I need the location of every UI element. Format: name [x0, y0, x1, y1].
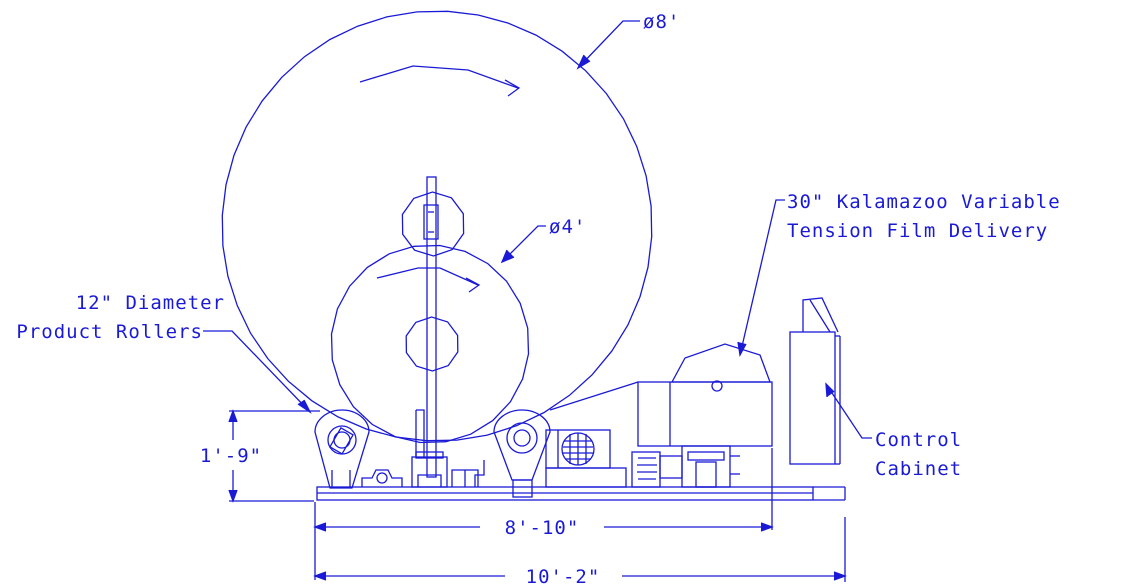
- leader-control-cabinet: [825, 382, 872, 439]
- leader-small-diameter: [500, 225, 546, 264]
- upper-guide-disc: [401, 191, 465, 257]
- label-overall-width-dim: 10'-2": [526, 566, 601, 588]
- label-film-delivery-2: Tension Film Delivery: [787, 220, 1048, 242]
- rotation-arrow-large: [359, 65, 521, 97]
- label-small-diameter: ø4': [549, 216, 586, 238]
- base-frame: [316, 486, 846, 501]
- roll-hub: [405, 316, 459, 372]
- vertical-mast: [415, 176, 439, 478]
- mast-bracket: [474, 460, 485, 487]
- middle-product-roller: [493, 409, 551, 498]
- label-rollers-2: Product Rollers: [16, 321, 203, 343]
- electric-motor: [545, 429, 627, 488]
- label-inner-width-dim: 8'-10": [505, 517, 580, 539]
- dimension-overall-width: [313, 517, 847, 582]
- label-rollers-1: 12" Diameter: [76, 292, 225, 314]
- dimension-inner-width: [313, 448, 774, 580]
- small-roll-4ft: [330, 244, 530, 444]
- film-delivery-unit: [549, 343, 773, 488]
- mast-gearbox: [411, 451, 479, 488]
- label-control-1: Control: [875, 429, 962, 451]
- small-motor-fins: [637, 457, 657, 480]
- left-product-roller: [314, 409, 370, 489]
- leader-product-rollers: [203, 330, 312, 414]
- motor-fins: [563, 433, 593, 465]
- rotation-arrow-small: [376, 267, 481, 293]
- leader-large-diameter: [576, 20, 640, 70]
- label-film-delivery-1: 30" Kalamazoo Variable: [787, 191, 1061, 213]
- control-cabinet: [789, 297, 841, 465]
- label-control-2: Cabinet: [875, 458, 962, 480]
- leader-film-delivery: [737, 199, 785, 357]
- label-height-dim: 1'-9": [200, 445, 262, 467]
- label-large-diameter: ø8': [643, 11, 680, 33]
- dimension-height: [228, 409, 320, 503]
- pillow-block-bearing: [361, 469, 403, 487]
- large-roll-8ft: [221, 10, 653, 442]
